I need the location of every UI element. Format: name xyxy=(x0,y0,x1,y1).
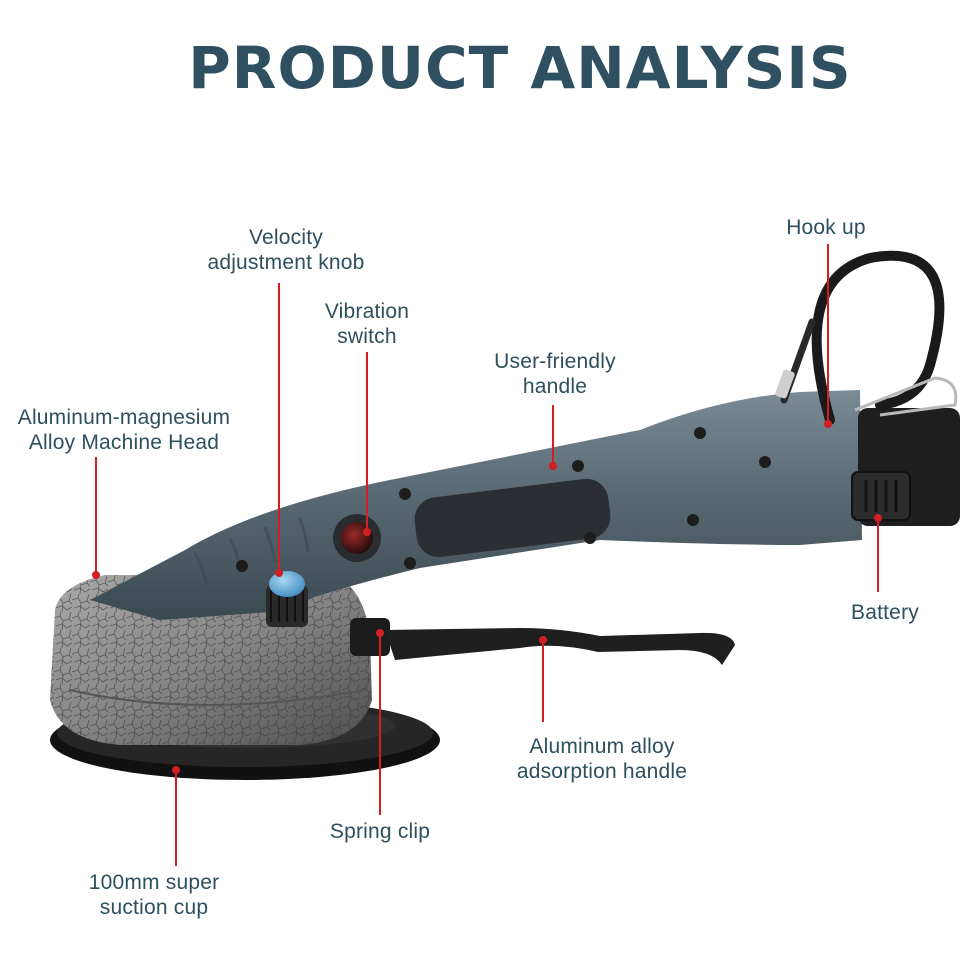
vibration-switch-graphic xyxy=(333,514,381,562)
label-adsorption-handle: Aluminum alloy adsorption handle xyxy=(516,735,688,783)
lanyard-graphic xyxy=(775,250,958,425)
leader-lines xyxy=(95,244,879,866)
handle-body-graphic xyxy=(90,390,862,620)
leader-dots xyxy=(92,420,882,774)
label-user-friendly-handle: User-friendly handle xyxy=(494,350,616,398)
adsorption-handle-graphic xyxy=(385,628,735,665)
velocity-knob-graphic xyxy=(266,571,308,627)
label-battery: Battery xyxy=(851,601,919,624)
battery-graphic xyxy=(851,408,960,526)
spring-clip-graphic xyxy=(350,618,390,656)
label-hook-up: Hook up xyxy=(786,216,866,239)
label-spring-clip: Spring clip xyxy=(329,820,431,843)
label-suction-cup: 100mm super suction cup xyxy=(88,871,220,919)
label-vibration-switch: Vibration switch xyxy=(324,300,410,348)
page-title: PRODUCT ANALYSIS xyxy=(188,34,852,102)
label-velocity-knob: Velocity adjustment knob xyxy=(207,226,365,274)
label-machine-head: Aluminum-magnesium Alloy Machine Head xyxy=(17,406,231,454)
